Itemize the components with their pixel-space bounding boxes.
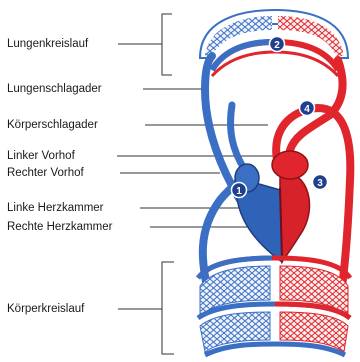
marker-4-label: 4 [304,104,310,115]
marker-3-label: 3 [317,178,323,189]
left-atrium-shape [272,151,308,179]
marker-2-label: 2 [274,40,280,51]
marker-3: 3 [313,175,328,190]
label-linke-herzkammer: Linke Herzkammer [7,201,104,215]
bracket-lungenkreislauf [162,14,172,75]
label-lungenschlagader: Lungenschlagader [7,82,102,96]
body-capillaries [198,258,350,355]
label-rechter-vorhof: Rechter Vorhof [7,166,84,180]
label-koerperschlagader: Körperschlagader [7,118,98,132]
upper-vena-cava-vessel [231,105,245,170]
label-rechte-herzkammer: Rechte Herzkammer [7,220,112,234]
left-ventricle-shape [280,172,310,262]
heart [235,151,310,262]
label-koerperkreislauf: Körperkreislauf [7,302,84,316]
label-lungenkreislauf: Lungenkreislauf [7,37,88,51]
marker-1: 1 [232,183,247,198]
marker-2: 2 [270,37,285,52]
marker-4: 4 [300,101,315,116]
bracket-koerperkreislauf [162,262,174,354]
marker-1-label: 1 [236,186,242,197]
label-linker-vorhof: Linker Vorhof [7,149,75,163]
